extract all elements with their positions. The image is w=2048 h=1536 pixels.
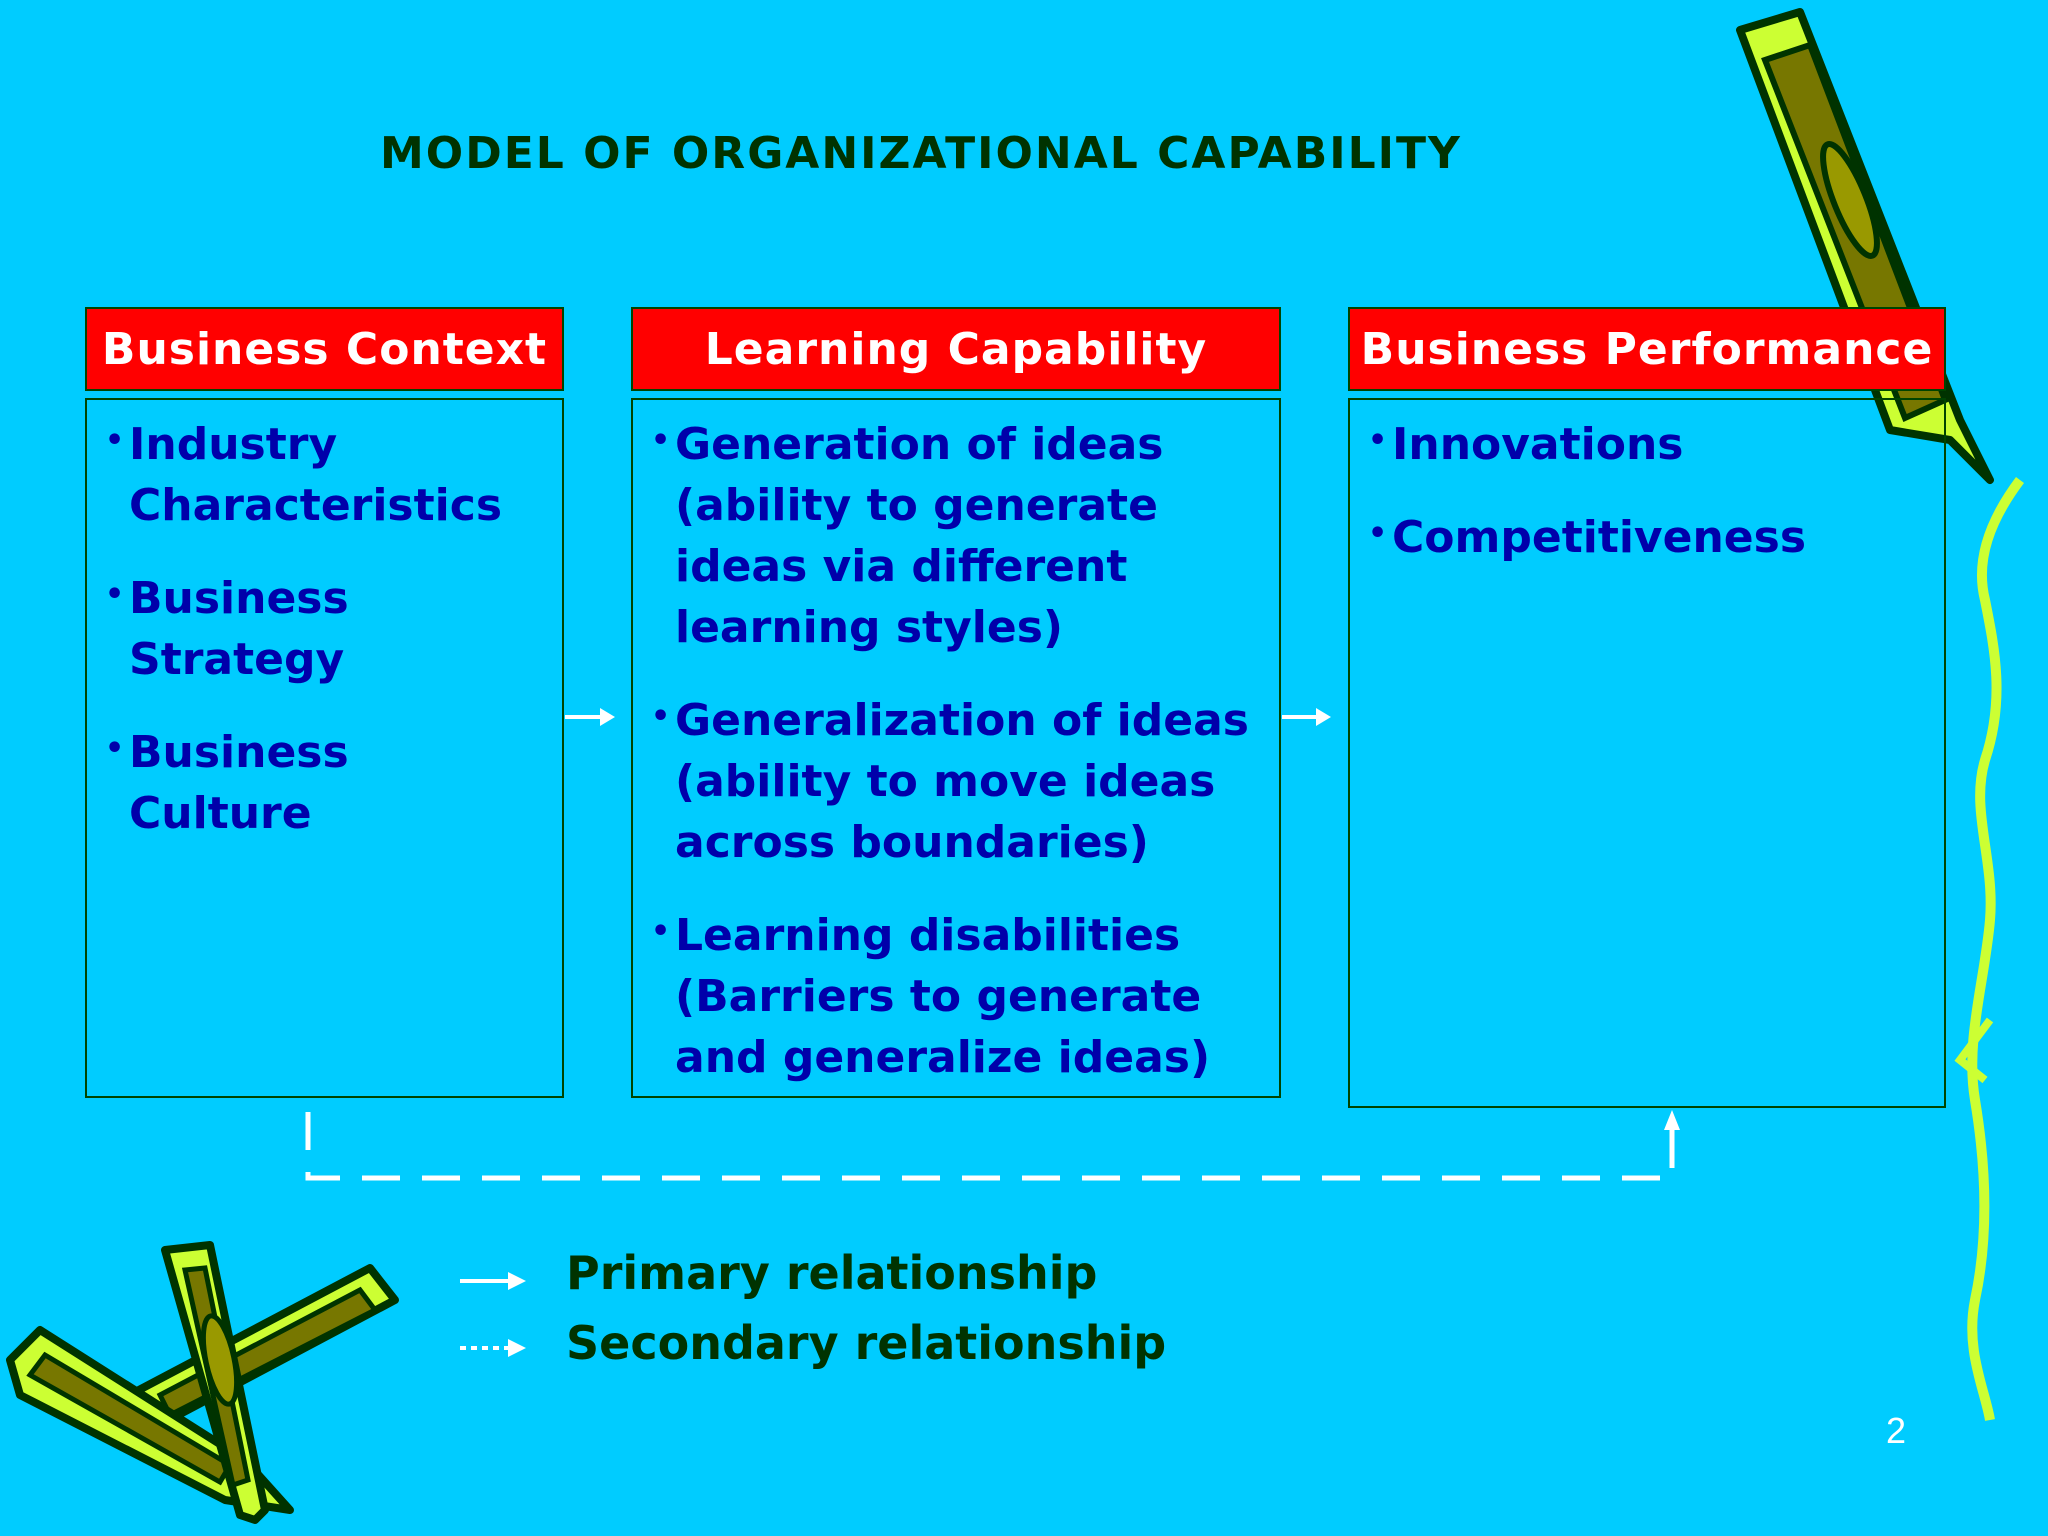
list-item: Learning disabilities (Barriers to gener… [651, 901, 1261, 1088]
legend-primary: Primary relationship [566, 1246, 1097, 1300]
primary-arrow-2 [1282, 708, 1331, 726]
list-item: Innovations [1368, 410, 1926, 475]
list-item: Generation of ideas (ability to generate… [651, 410, 1261, 658]
secondary-arrow-feedback [305, 1110, 1680, 1181]
legend-primary-label: Primary relationship [566, 1246, 1098, 1300]
box-learning-capability: Generation of ideas (ability to generate… [631, 398, 1281, 1098]
legend-primary-arrow-icon [460, 1272, 526, 1290]
legend-secondary-label: Secondary relationship [566, 1316, 1167, 1370]
list-item: Industry Characteristics [105, 410, 544, 536]
box-business-context: Industry Characteristics Business Strate… [85, 398, 564, 1098]
primary-arrow-1 [565, 708, 615, 726]
page-number: 2 [1886, 1410, 1907, 1451]
legend-secondary-arrow-icon [460, 1339, 526, 1357]
list-item: Business Strategy [105, 564, 544, 690]
header-learning-capability: Learning Capability [631, 307, 1281, 391]
list-item: Business Culture [105, 718, 544, 844]
box-business-performance: Innovations Competitiveness [1348, 398, 1946, 1108]
list-item: Competitiveness [1368, 503, 1926, 568]
legend-secondary: Secondary relationship [566, 1316, 1166, 1370]
header-business-performance: Business Performance [1348, 307, 1946, 391]
crossed-pencils-icon [6, 1241, 399, 1524]
header-business-context: Business Context [85, 307, 564, 391]
list-item: Generalization of ideas (ability to move… [651, 686, 1261, 873]
page-title: MODEL OF ORGANIZATIONAL CAPABILITY [380, 128, 1462, 179]
squiggle-decoration [1967, 477, 2025, 1421]
